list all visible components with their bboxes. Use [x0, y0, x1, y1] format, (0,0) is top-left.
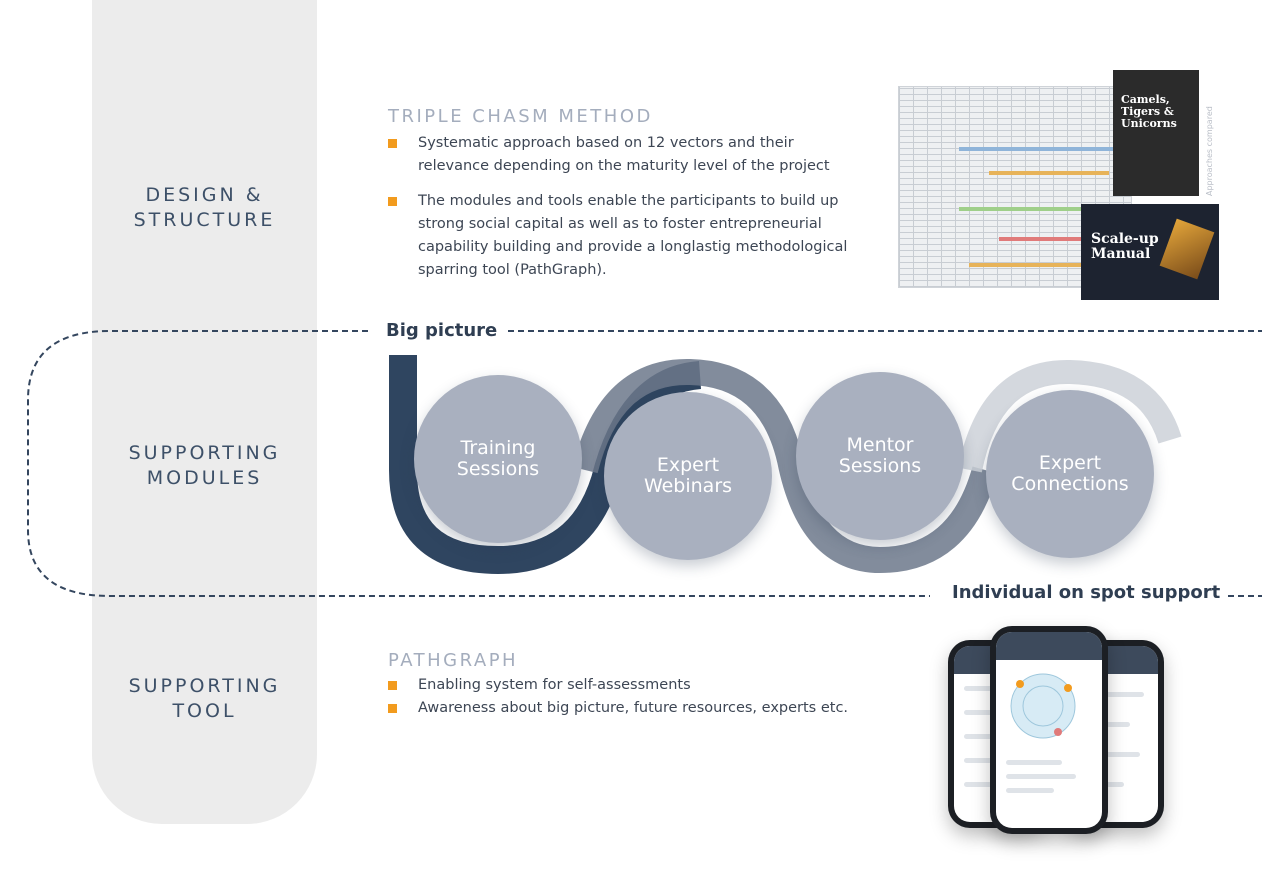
module-expert-connections: Expert Connections	[986, 390, 1154, 558]
module-label: Mentor Sessions	[838, 434, 922, 477]
pathgraph-heading: PATHGRAPH	[388, 650, 519, 671]
triple-chasm-heading: TRIPLE CHASM METHOD	[388, 106, 653, 127]
approaches-compared-note: Approaches compared	[1205, 106, 1214, 196]
section-label-tool: SUPPORTING TOOL	[128, 675, 281, 722]
phone-center	[990, 626, 1108, 834]
module-expert-webinars: Expert Webinars	[604, 392, 772, 560]
pathgraph-radar-icon	[1010, 673, 1076, 739]
list-item: Enabling system for self-assessments	[388, 674, 888, 697]
list-item: The modules and tools enable the partici…	[388, 190, 868, 282]
triple-chasm-bullets: Systematic approach based on 12 vectors …	[388, 132, 868, 282]
pathgraph-bullets: Enabling system for self-assessments Awa…	[388, 674, 888, 720]
module-training-sessions: Training Sessions	[414, 375, 582, 543]
section-label-modules: SUPPORTING MODULES	[128, 442, 281, 489]
module-mentor-sessions: Mentor Sessions	[796, 372, 964, 540]
module-label: Training Sessions	[456, 437, 540, 480]
caption-individual-support: Individual on spot support	[944, 582, 1229, 603]
module-label: Expert Webinars	[643, 454, 733, 497]
list-item: Systematic approach based on 12 vectors …	[388, 132, 868, 178]
module-label: Expert Connections	[1011, 452, 1129, 495]
section-label-design: DESIGN & STRUCTURE	[133, 184, 276, 231]
book-cover-camels-tigers-unicorns: Camels, Tigers & Unicorns	[1113, 70, 1199, 196]
list-item: Awareness about big picture, future reso…	[388, 697, 888, 720]
book-cover-scale-up-manual: Scale-up Manual	[1081, 204, 1219, 300]
caption-big-picture: Big picture	[378, 320, 506, 341]
